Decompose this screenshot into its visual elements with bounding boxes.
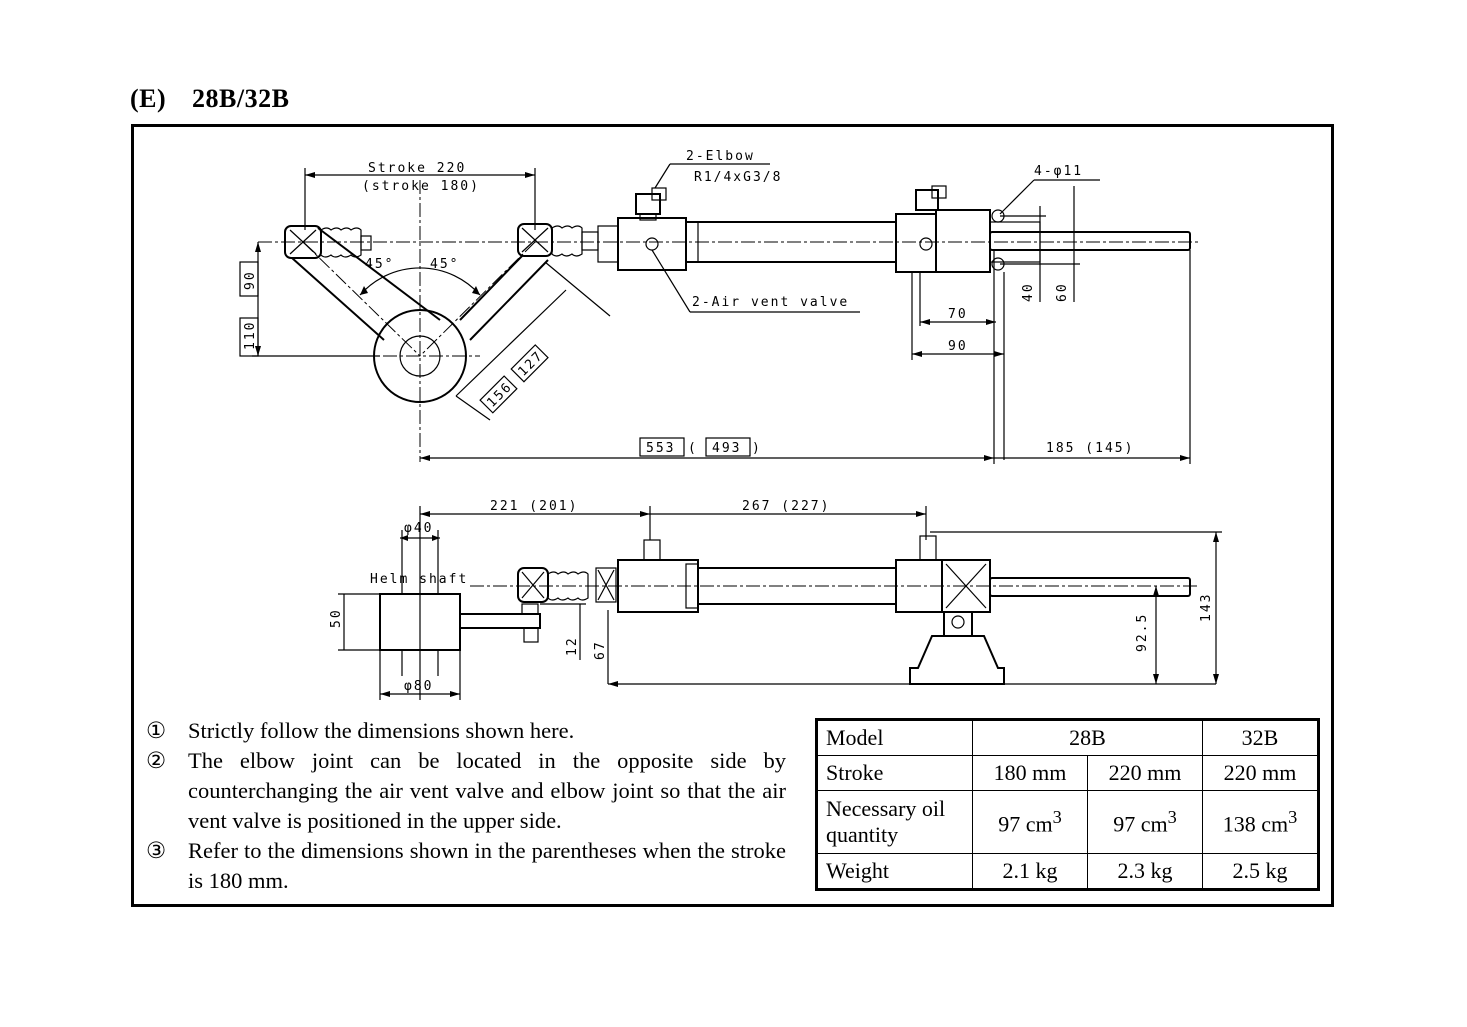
air-vent-label: 2-Air vent valve [692,295,849,310]
dim-40: 40 [1021,282,1036,302]
note-text: The elbow joint can be located in the op… [188,748,786,833]
note-1: ① Strictly follow the dimensions shown h… [146,716,786,746]
dim-90b: 90 [948,339,968,354]
table-row: Model 28B 32B [816,719,1319,756]
table-cell: 180 mm [972,755,1088,791]
elbow-spec: R1/4xG3/8 [694,170,782,185]
helm-shaft-label: Helm shaft [370,572,468,587]
table-cell: Necessary oil quantity [816,790,973,854]
section-models: 28B/32B [192,84,290,113]
stroke-alt-label: (stroke 180) [362,179,480,194]
dim-60: 60 [1055,282,1070,302]
table-header: 28B [972,719,1203,756]
section-title: (E) 28B/32B [130,84,289,114]
angle-left: 45° [365,257,394,272]
elbow-label: 2-Elbow [686,149,755,164]
dim-phi40: φ40 [404,521,433,536]
dim-143: 143 [1199,593,1214,622]
dim-12: 12 [565,636,580,656]
dim-90: 90 [243,270,258,290]
table-cell: 220 mm [1087,755,1203,791]
note-number: ③ [146,838,167,863]
notes-list: ① Strictly follow the dimensions shown h… [146,716,786,896]
holes-label: 4-φ11 [1034,164,1083,179]
dim-267: 267 (227) [742,499,830,514]
table-header: Model [816,719,973,756]
dim-70: 70 [948,307,968,322]
stroke-label: Stroke 220 [368,161,466,176]
dim-493: 493 [712,441,741,456]
note-number: ① [146,718,167,743]
table-cell: Stroke [816,755,973,791]
drawing-frame [131,124,1334,907]
table-cell: 97 cm3 [1087,790,1203,854]
dim-185: 185 (145) [1046,441,1134,456]
dim-92-5: 92.5 [1135,613,1150,652]
top-view: Stroke 220 (stroke 180) 45° 45° [239,149,1200,464]
note-text: Refer to the dimensions shown in the par… [188,838,786,893]
dim-110: 110 [243,321,258,350]
table-cell: 138 cm3 [1202,790,1319,854]
dim-221: 221 (201) [490,499,578,514]
table-cell: Weight [816,853,973,890]
angle-right: 45° [430,257,459,272]
section-tag: (E) [130,84,167,113]
dim-phi80: φ80 [404,679,433,694]
dim-50: 50 [329,608,344,628]
spec-table: Model 28B 32B Stroke 180 mm 220 mm 220 m… [815,718,1320,891]
dim-553: 553 [646,441,675,456]
table-cell: 2.1 kg [972,853,1088,890]
note-text: Strictly follow the dimensions shown her… [188,718,575,743]
side-view: 221 (201) 267 (227) φ40 Helm shaft φ80 5… [329,499,1222,700]
table-row: Stroke 180 mm 220 mm 220 mm [816,755,1319,791]
dim-67: 67 [593,640,608,660]
table-cell: 2.3 kg [1087,853,1203,890]
svg-text:(: ( [688,441,698,456]
table-cell: 220 mm [1202,755,1319,791]
table-cell: 97 cm3 [972,790,1088,854]
table-header: 32B [1202,719,1319,756]
table-row: Weight 2.1 kg 2.3 kg 2.5 kg [816,853,1319,890]
note-3: ③ Refer to the dimensions shown in the p… [146,836,786,896]
table-row: Necessary oil quantity 97 cm3 97 cm3 138… [816,790,1319,854]
table-cell: 2.5 kg [1202,853,1319,890]
svg-text:): ) [752,441,762,456]
note-number: ② [146,748,167,773]
note-2: ② The elbow joint can be located in the … [146,746,786,836]
